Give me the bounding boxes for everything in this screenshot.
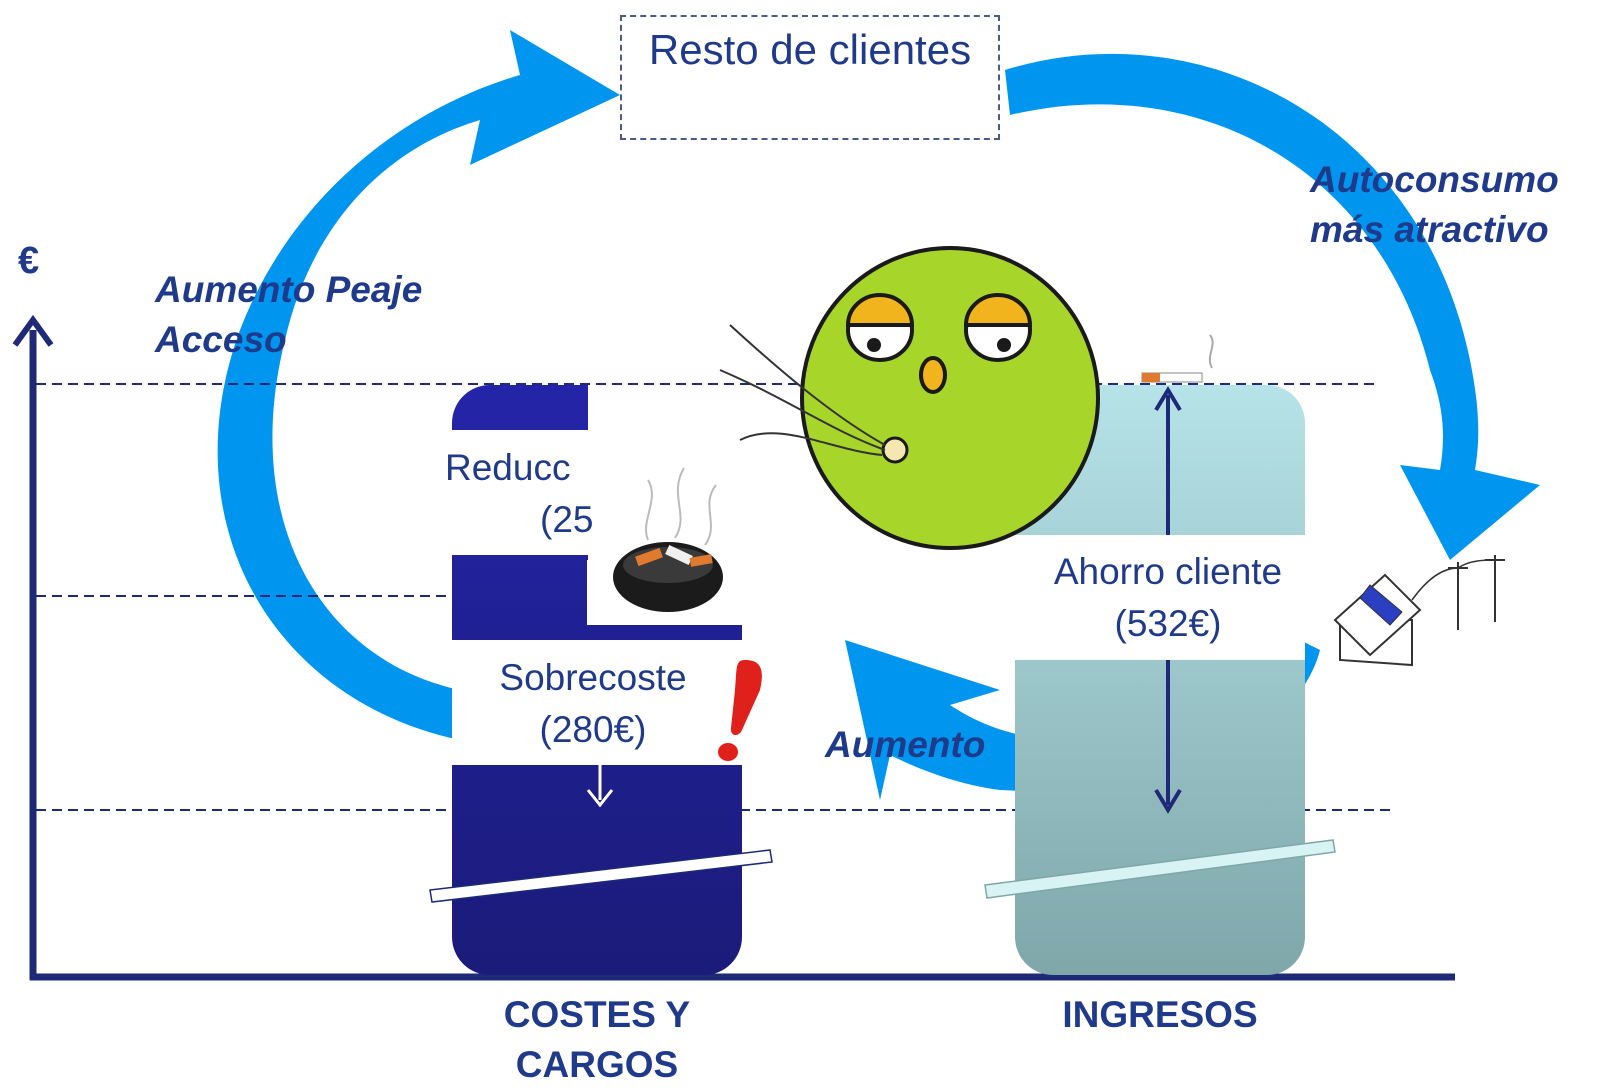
costs-top-line1: Reducc (445, 447, 571, 488)
income-line1: Ahorro cliente (1053, 551, 1283, 592)
costs-column-label: COSTES Y CARGOS (503, 994, 691, 1085)
cigarette-icon (1141, 334, 1214, 383)
income-column-label: INGRESOS (1062, 994, 1258, 1035)
exclamation-icon (718, 660, 762, 761)
cycle-arrow-right (1005, 53, 1540, 560)
label-aumento-peaje: Aumento Peaje Acceso (155, 269, 423, 360)
smiley-face-icon (719, 246, 1100, 550)
solar-house-icon (1333, 555, 1505, 667)
resto-clientes-text: Resto de clientes (648, 26, 972, 73)
costs-middle-line1: Sobrecoste (499, 657, 687, 698)
ashtray-icon (613, 467, 723, 612)
costs-top-line2: (25 (540, 499, 594, 540)
label-aumento-bottom: Aumento (825, 724, 986, 765)
income-line2: (532€) (1114, 603, 1222, 644)
costs-middle-line2: (280€) (539, 709, 647, 750)
y-axis (12, 314, 54, 980)
resto-clientes-box: Resto de clientes (620, 15, 1000, 140)
y-axis-symbol: € (18, 240, 40, 282)
label-autoconsumo: Autoconsumo más atractivo (1310, 159, 1559, 250)
income-column (984, 385, 1336, 975)
cycle-arrow-left (217, 30, 620, 740)
